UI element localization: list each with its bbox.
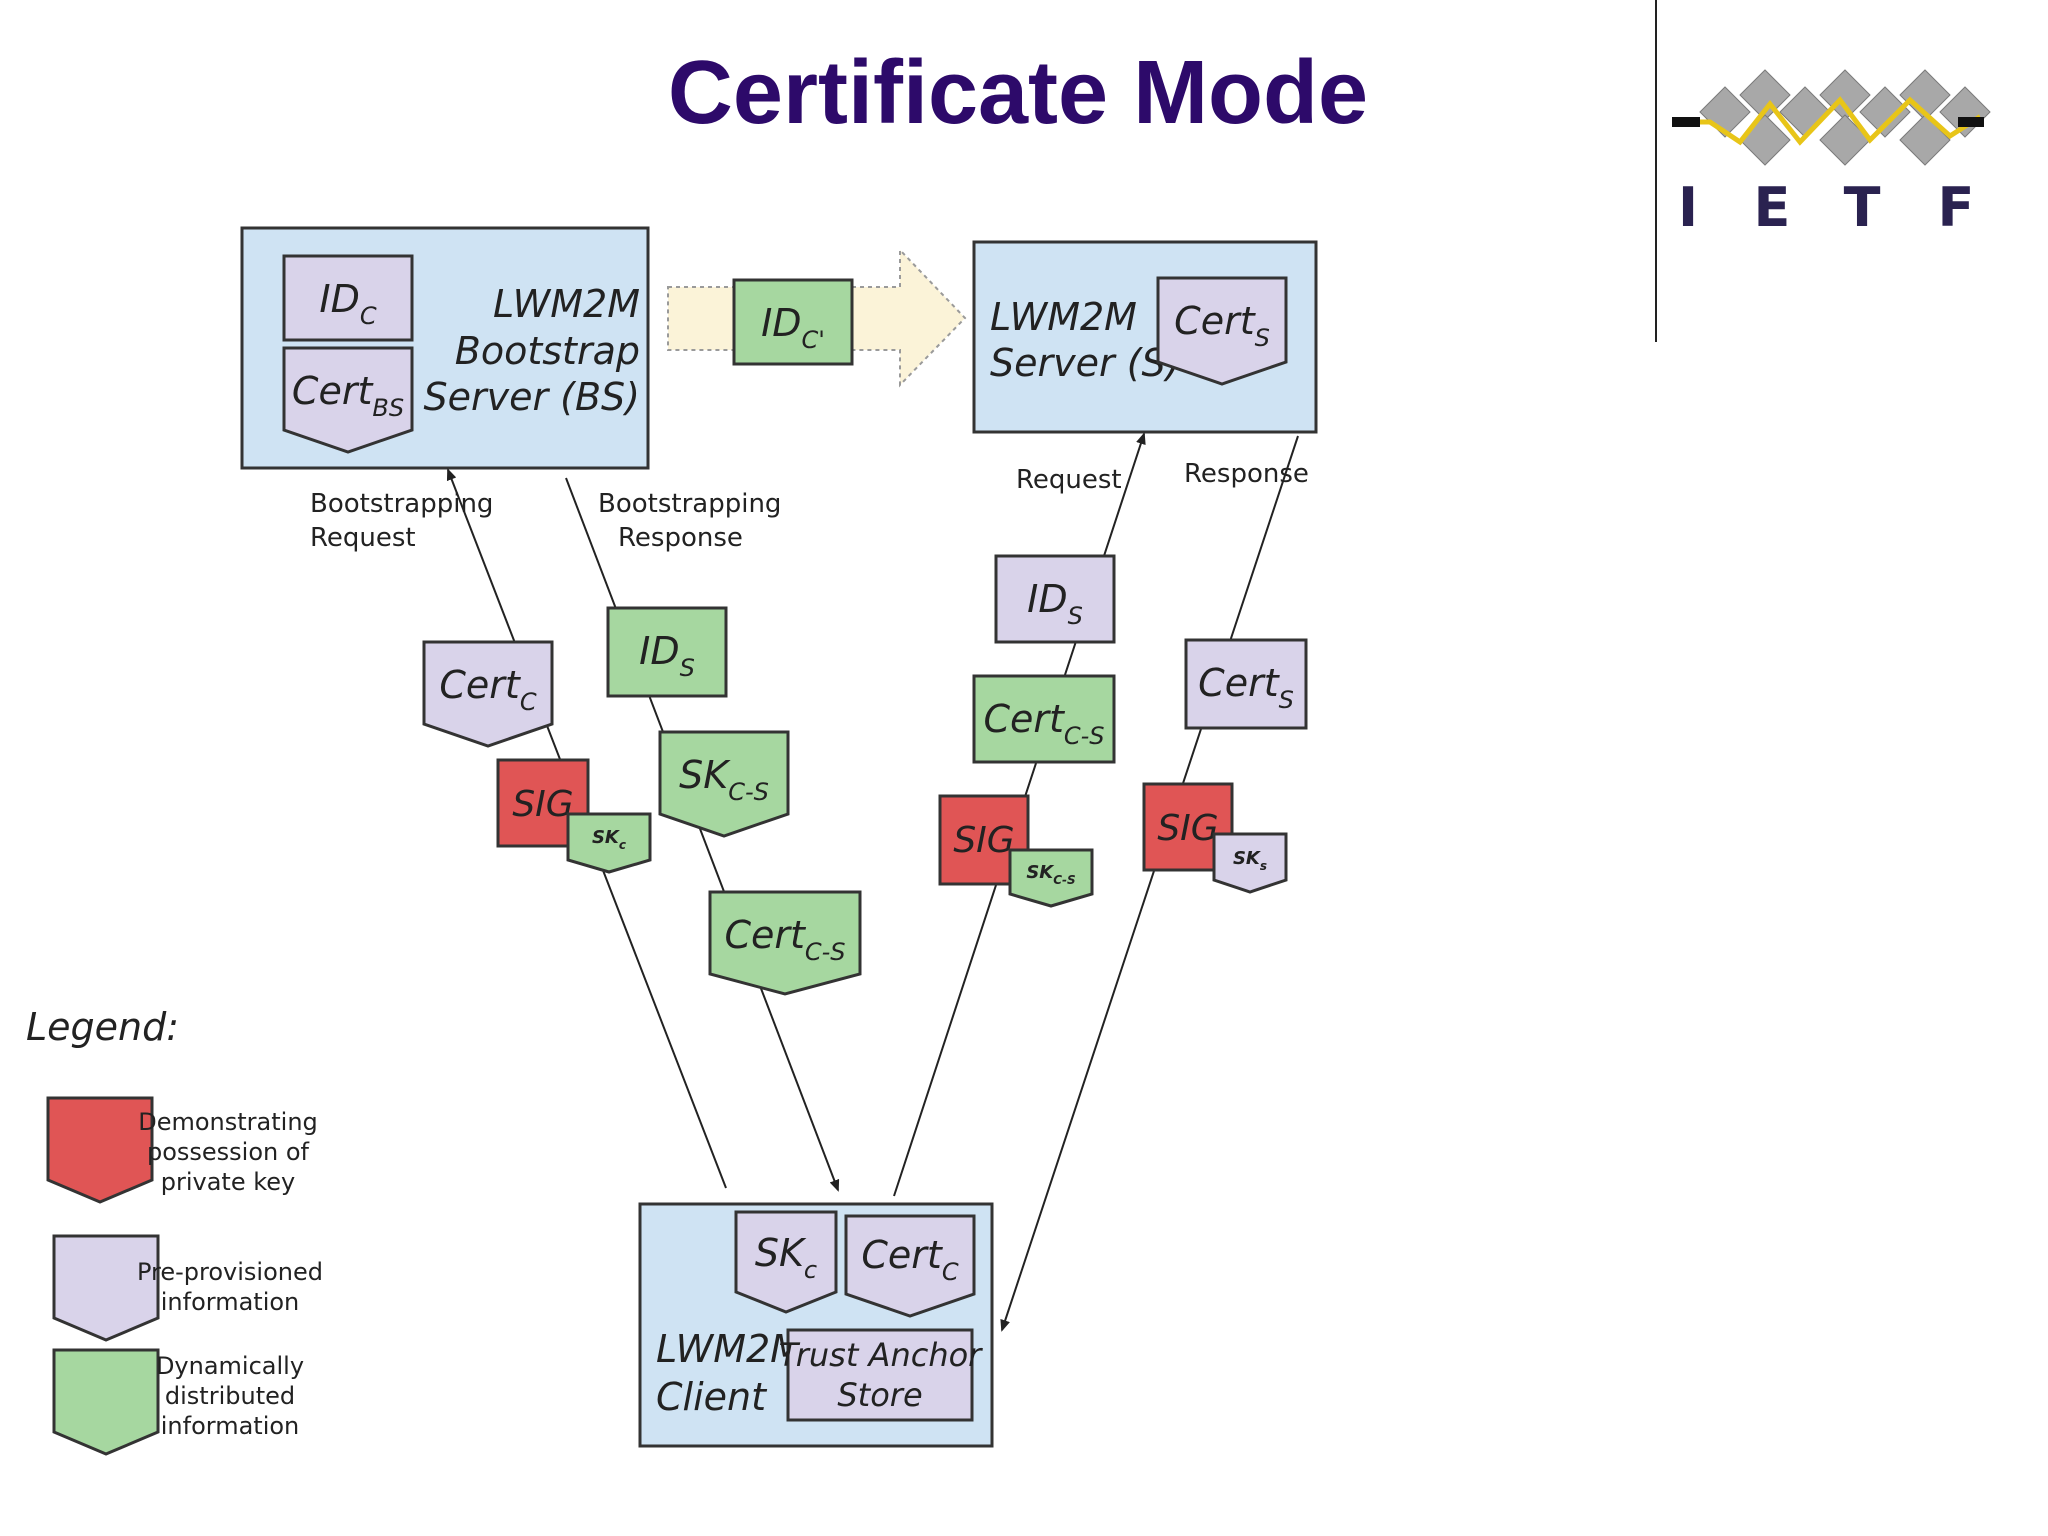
legend-text-signature-2: possession of — [147, 1138, 310, 1166]
token-cert-s-response: CertS — [1198, 661, 1294, 714]
legend-swatch-preprovisioned — [52, 1234, 160, 1342]
bootstrap-server-label-3: Server (BS) — [423, 375, 640, 419]
label-bootstrapping-response-2: Response — [618, 523, 743, 553]
label-response: Response — [1184, 459, 1309, 489]
trust-anchor-label-2: Store — [837, 1376, 922, 1414]
legend-heading: Legend: — [26, 1005, 179, 1049]
token-cert-c-request: CertC — [439, 663, 536, 716]
lwm2m-server-box: LWM2M Server (S) CertS — [972, 240, 1318, 434]
token-id-c: IDC — [319, 277, 376, 330]
token-sk-cs-response: SKC-S — [679, 753, 769, 806]
label-bootstrapping-request-2: Request — [310, 523, 416, 553]
bootstrap-server-label-1: LWM2M — [493, 282, 640, 326]
lwm2m-client-box: SKc CertC LWM2M Client Trust Anchor Stor… — [638, 1202, 994, 1448]
token-cert-cs-response: CertC-S — [724, 913, 845, 966]
page-title: Certificate Mode — [667, 43, 1369, 143]
token-cert-bs: CertBS — [292, 369, 404, 422]
token-id-s-response: IDS — [639, 629, 695, 682]
legend: Legend: Demonstrating possession of priv… — [26, 1005, 323, 1456]
legend-text-dynamic-2: distributed — [165, 1382, 295, 1410]
token-cert-c-client: CertC — [861, 1233, 958, 1286]
logo-letter-e: E — [1754, 176, 1791, 239]
token-id-s-request: IDS — [1027, 577, 1083, 630]
logo-letter-t: T — [1844, 176, 1881, 239]
label-bootstrapping-request-1: Bootstrapping — [310, 489, 493, 519]
legend-swatch-dynamic — [52, 1348, 160, 1456]
legend-text-dynamic-1: Dynamically — [156, 1352, 304, 1380]
label-bootstrapping-response-1: Bootstrapping — [598, 489, 781, 519]
token-cert-cs-request: CertC-S — [983, 697, 1104, 750]
label-request: Request — [1016, 465, 1122, 495]
legend-text-preprovisioned-1: Pre-provisioned — [137, 1258, 323, 1286]
legend-text-signature-1: Demonstrating — [138, 1108, 318, 1136]
bootstrap-server-box: LWM2M Bootstrap Server (BS) IDC CertBS — [240, 226, 650, 470]
token-sig-bootstrap: SIG — [512, 784, 573, 825]
bootstrap-server-label-2: Bootstrap — [455, 329, 640, 373]
token-sk-c-signing: SKc — [592, 827, 626, 852]
lwm2m-server-label-1: LWM2M — [990, 295, 1137, 339]
token-sig-request: SIG — [953, 820, 1014, 861]
lwm2m-server-label-2: Server (S) — [990, 341, 1180, 385]
token-id-c-prime: IDC' — [761, 301, 825, 354]
legend-swatch-signature — [46, 1096, 154, 1204]
token-sk-s-signing: SKs — [1233, 848, 1267, 873]
legend-text-dynamic-3: information — [161, 1412, 300, 1440]
trust-anchor-label-1: Trust Anchor — [779, 1336, 984, 1374]
logo-letter-f: F — [1938, 176, 1975, 239]
legend-text-signature-3: private key — [161, 1168, 296, 1196]
legend-text-preprovisioned-2: information — [161, 1288, 300, 1316]
client-label-1: LWM2M — [656, 1327, 803, 1371]
token-sk-c-client: SKc — [755, 1231, 817, 1284]
logo-letter-i: I — [1678, 176, 1698, 239]
ietf-logo: I E T F — [1655, 0, 1991, 342]
token-cert-s-server: CertS — [1174, 299, 1270, 352]
token-sig-response: SIG — [1157, 808, 1218, 849]
client-label-2: Client — [656, 1375, 768, 1419]
token-sk-cs-signing: SKC-S — [1026, 862, 1075, 887]
